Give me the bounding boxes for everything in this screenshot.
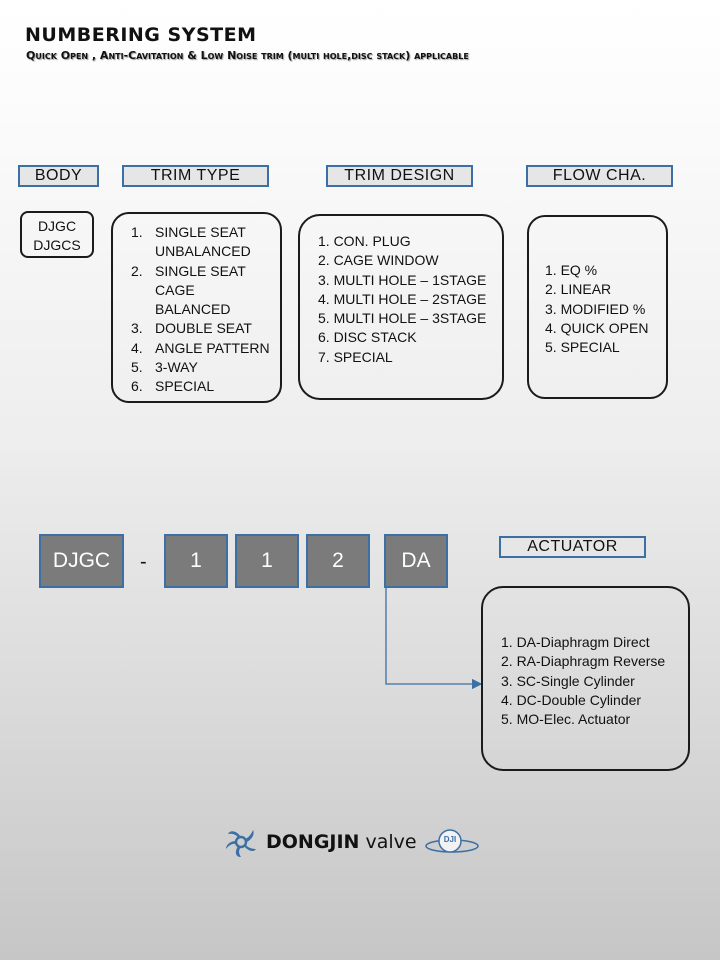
actuator-options-box: 1. DA-Diaphragm Direct 2. RA-Diaphragm R… [481,586,690,771]
trim-type-option: 3. DOUBLE SEAT [131,319,280,338]
trim-type-option: CAGE [131,281,280,300]
header-flow-cha: FLOW CHA. [526,165,673,187]
trim-type-option: UNBALANCED [131,242,280,261]
code-part-body: DJGC [39,534,124,588]
brand-name-rest: valve [359,831,417,853]
code-part-trim-type: 1 [164,534,228,588]
brand-name: DONGJIN valve [266,831,417,853]
trim-type-option: 1. SINGLE SEAT [131,223,280,242]
header-trim-type: TRIM TYPE [122,165,269,187]
trim-type-text: SPECIAL [155,378,215,395]
flow-cha-option: 4. QUICK OPEN [545,319,649,336]
trim-type-number: 4. [131,339,143,356]
trim-type-text: ANGLE PATTERN [155,339,270,356]
header-trim-design: TRIM DESIGN [326,165,473,187]
trim-design-option: 6. DISC STACK [318,329,417,346]
trim-type-options-box: 1. SINGLE SEAT UNBALANCED 2. SINGLE SEAT CAGE… [111,212,282,403]
trim-type-option: 5. 3-WAY [131,358,280,377]
trim-design-option: 1. CON. PLUG [318,233,411,249]
trim-type-number: 3. [131,320,143,337]
trim-type-option: 2. SINGLE SEAT [131,262,280,281]
trim-design-option: 5. MULTI HOLE – 3STAGE [318,310,487,327]
dji-badge-label: DJI [443,835,457,844]
trim-type-number: 6. [131,378,143,395]
flow-cha-option: 5. SPECIAL [545,339,620,356]
trim-type-text: 3-WAY [155,359,198,376]
trim-design-options-box: 1. CON. PLUG 2. CAGE WINDOW 3. MULTI HOL… [298,214,504,400]
trim-type-option: 4. ANGLE PATTERN [131,339,280,358]
page-title: NUMBERING SYSTEM [25,24,257,46]
trim-type-text: CAGE [155,281,195,298]
trim-design-option: 7. SPECIAL [318,348,393,365]
body-option: DJGCS [33,237,81,253]
trim-design-option: 2. CAGE WINDOW [318,252,439,269]
flow-cha-option: 1. EQ % [545,262,598,278]
trim-type-option: BALANCED [131,300,280,319]
page-subtitle: Quick Open , Anti-Cavitation & Low Noise… [26,49,469,62]
header-actuator: ACTUATOR [499,536,646,558]
trim-type-number: 2. [131,262,143,279]
body-option: DJGC [37,218,77,234]
swirl-icon [226,830,256,857]
trim-type-text: DOUBLE SEAT [155,320,252,337]
body-options-box: DJGC DJGCS [20,211,94,258]
trim-design-option: 4. MULTI HOLE – 2STAGE [318,290,487,307]
trim-design-option: 3. MULTI HOLE – 1STAGE [318,271,487,288]
code-part-flow-cha: 2 [306,534,370,588]
trim-type-text: BALANCED [155,301,231,318]
code-part-actuator: DA [384,534,448,588]
actuator-option: 5. MO-Elec. Actuator [501,711,631,728]
code-separator: - [140,551,147,573]
trim-type-text: SINGLE SEAT [155,262,246,279]
actuator-option: 1. DA-Diaphragm Direct [501,634,650,650]
flow-cha-option: 2. LINEAR [545,281,612,298]
actuator-option: 2. RA-Diaphragm Reverse [501,653,666,670]
trim-type-text: SINGLE SEAT [155,224,246,240]
brand-name-bold: DONGJIN [266,831,360,853]
trim-type-number: 5. [131,359,143,376]
actuator-option: 3. SC-Single Cylinder [501,672,635,689]
company-logo: DONGJIN valve DJI [224,826,484,858]
code-part-trim-design: 1 [235,534,299,588]
trim-type-list: 1. SINGLE SEAT UNBALANCED 2. SINGLE SEAT CAGE… [131,223,280,397]
flow-cha-options-box: 1. EQ % 2. LINEAR 3. MODIFIED % 4. QUICK… [527,215,668,399]
trim-type-number: 1. [131,224,143,240]
actuator-option: 4. DC-Double Cylinder [501,691,642,708]
flow-cha-option: 3. MODIFIED % [545,300,646,317]
header-body: BODY [18,165,99,187]
dji-badge-icon [425,829,479,853]
trim-type-text: UNBALANCED [155,243,251,260]
trim-type-option: 6. SPECIAL [131,377,280,396]
